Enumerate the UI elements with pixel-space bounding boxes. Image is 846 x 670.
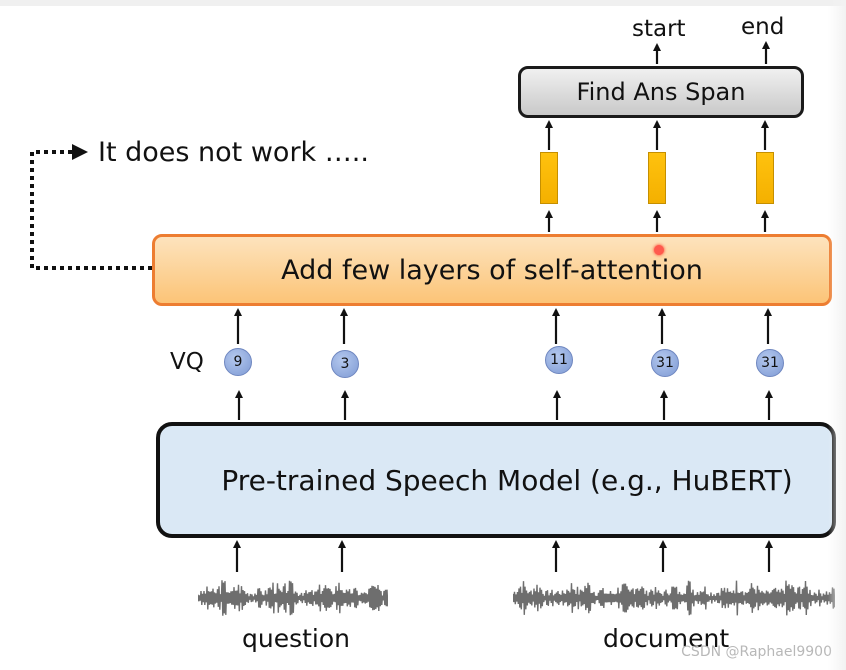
output-vector-2 bbox=[648, 152, 666, 204]
watermark: CSDN @Raphael9900 bbox=[681, 644, 832, 660]
speech-model-label: Pre-trained Speech Model (e.g., HuBERT) bbox=[221, 463, 793, 497]
note-text: It does not work ….. bbox=[98, 137, 369, 168]
document-label: document bbox=[603, 624, 730, 653]
start-label: start bbox=[632, 16, 686, 42]
end-label: end bbox=[741, 14, 785, 40]
find-ans-span-box: Find Ans Span bbox=[518, 66, 804, 118]
find-ans-span-label: Find Ans Span bbox=[576, 78, 746, 106]
output-vector-1 bbox=[540, 152, 558, 204]
question-label: question bbox=[242, 624, 351, 653]
vq-token: 31 bbox=[651, 349, 679, 377]
top-border bbox=[0, 0, 846, 6]
right-edge-shade bbox=[828, 0, 846, 670]
self-attention-label: Add few layers of self-attention bbox=[281, 254, 703, 286]
vq-token: 3 bbox=[331, 350, 359, 378]
vq-token: 31 bbox=[756, 349, 784, 377]
vq-label: VQ bbox=[170, 349, 204, 375]
vq-token: 9 bbox=[224, 348, 252, 376]
output-vector-3 bbox=[756, 152, 774, 204]
vq-token: 11 bbox=[545, 346, 573, 374]
document-waveform bbox=[513, 580, 835, 616]
question-waveform bbox=[198, 580, 388, 616]
self-attention-box: Add few layers of self-attention bbox=[152, 234, 832, 306]
speech-model-box: Pre-trained Speech Model (e.g., HuBERT) bbox=[156, 422, 836, 538]
cursor-dot bbox=[654, 245, 664, 255]
